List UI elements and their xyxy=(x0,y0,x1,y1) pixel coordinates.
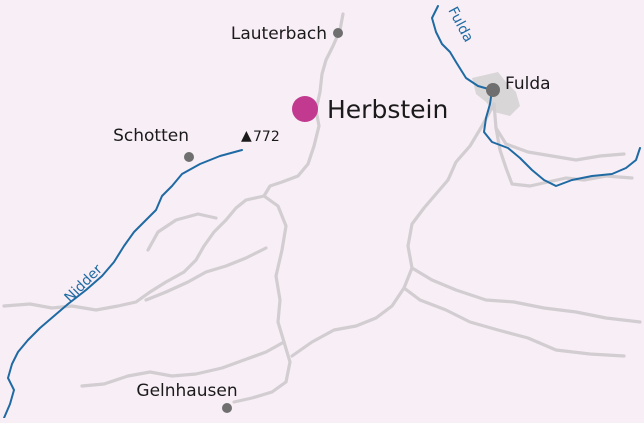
peak-elevation-label: 772 xyxy=(253,129,280,145)
road xyxy=(290,102,496,358)
road xyxy=(144,246,268,302)
road xyxy=(146,212,218,252)
road xyxy=(80,340,286,388)
lauterbach-label: Lauterbach xyxy=(231,24,327,44)
fulda-river xyxy=(431,5,641,187)
peak-marker-icon: ▲ xyxy=(241,128,252,144)
road xyxy=(232,194,292,404)
gelnhausen-marker[interactable] xyxy=(222,403,232,413)
schotten-label: Schotten xyxy=(113,126,189,146)
road xyxy=(262,12,345,198)
road xyxy=(410,266,642,324)
fulda-marker[interactable] xyxy=(486,83,500,97)
nidder-river xyxy=(3,149,243,419)
gelnhausen-label: Gelnhausen xyxy=(136,381,237,401)
lauterbach-marker[interactable] xyxy=(333,28,343,38)
herbstein-marker[interactable] xyxy=(292,96,318,122)
road-network xyxy=(2,12,642,404)
road xyxy=(492,102,634,188)
schotten-marker[interactable] xyxy=(184,152,194,162)
fulda-label: Fulda xyxy=(505,74,551,94)
herbstein-label: Herbstein xyxy=(327,95,448,124)
road xyxy=(402,286,626,358)
road xyxy=(494,126,626,162)
